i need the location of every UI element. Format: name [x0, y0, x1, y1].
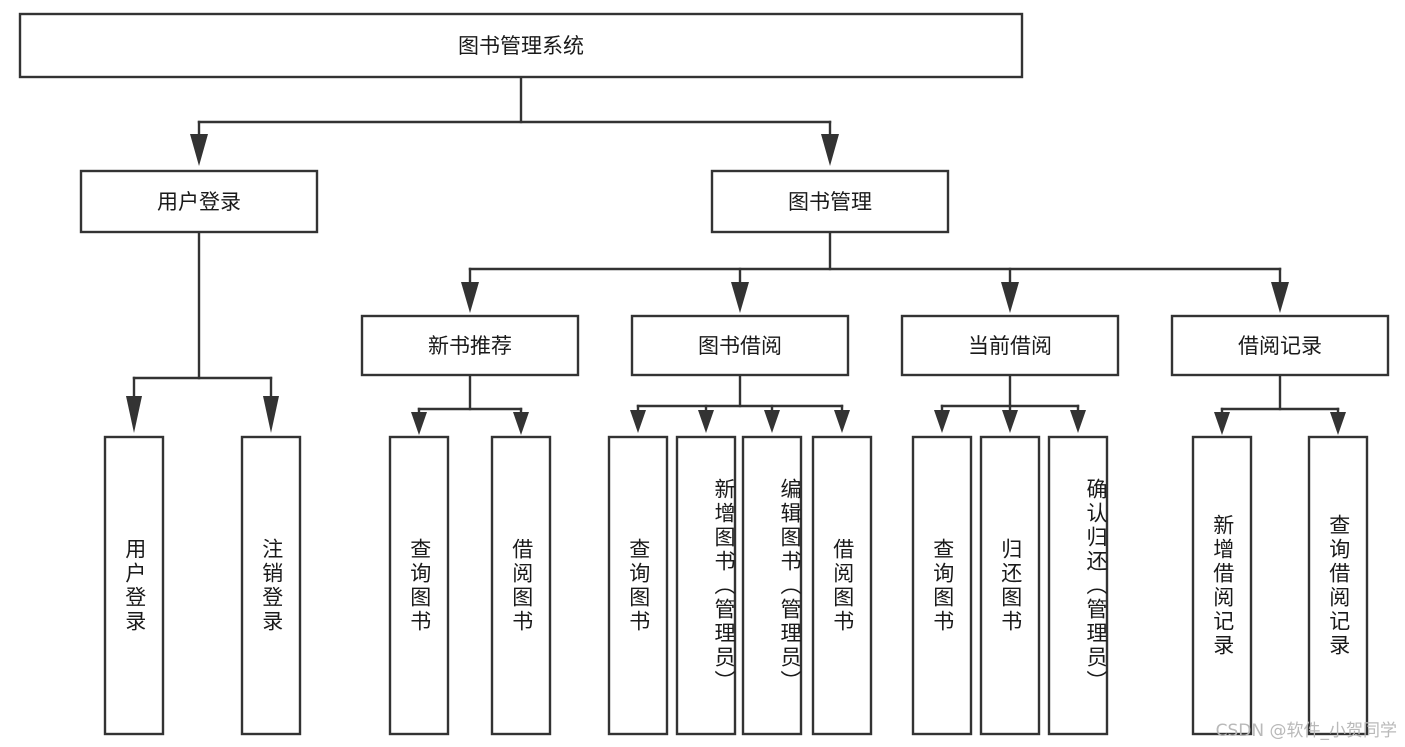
connector-group-current-borrow — [934, 373, 1086, 433]
connector-group-new-book-recommend — [411, 373, 529, 435]
leaf-box-bb-1[interactable] — [607, 435, 669, 736]
arrow-head-leaf-bb-4 — [834, 410, 850, 433]
arrow-head-leaf-br-2 — [1330, 412, 1346, 435]
connector-group-book-mgmt — [461, 230, 1289, 313]
connector-group-book-borrow — [630, 373, 850, 433]
node-new-book-recommend-box[interactable] — [360, 314, 580, 377]
node-borrow-record-box[interactable] — [1170, 314, 1390, 377]
arrow-head-leaf-cb-2 — [1002, 410, 1018, 433]
leaf-box-bb-2[interactable] — [675, 435, 737, 736]
leaf-box-bb-3[interactable] — [741, 435, 803, 736]
node-current-borrow-label: 当前借阅 — [968, 334, 1052, 358]
arrow-head-leaf-cb-3 — [1070, 410, 1086, 433]
connector-group-borrow-record — [1214, 373, 1346, 435]
node-new-book-recommend-label: 新书推荐 — [428, 334, 512, 358]
leaf-box-nbr-2[interactable] — [490, 435, 552, 736]
arrow-head-leaf-bb-1 — [630, 410, 646, 433]
node-book-mgmt-label: 图书管理 — [788, 190, 872, 214]
leaf-box-nbr-1[interactable] — [388, 435, 450, 736]
node-book-borrow-box[interactable] — [630, 314, 850, 377]
node-user-login-label: 用户登录 — [157, 190, 241, 214]
leaf-box-user-login-2[interactable] — [240, 435, 302, 736]
leaf-box-user-login-1[interactable] — [103, 435, 165, 736]
leaf-box-br-2[interactable] — [1307, 435, 1369, 736]
node-root-label: 图书管理系统 — [458, 34, 584, 58]
node-book-borrow-label: 图书借阅 — [698, 334, 782, 358]
leaf-box-br-1[interactable] — [1191, 435, 1253, 736]
arrow-head-user-login — [190, 134, 208, 166]
leaf-box-cb-2[interactable] — [979, 435, 1041, 736]
arrow-head-leaf-cb-1 — [934, 410, 950, 433]
connector-group-user-login — [126, 230, 279, 433]
node-current-borrow-box[interactable] — [900, 314, 1120, 377]
arrow-head-leaf-bb-3 — [764, 410, 780, 433]
node-borrow-record-label: 借阅记录 — [1238, 334, 1322, 358]
arrow-head-leaf-user-login-1 — [126, 396, 142, 433]
arrow-head-book-borrow — [731, 282, 749, 313]
arrow-head-leaf-nbr-2 — [513, 412, 529, 435]
arrow-head-new-book-recommend — [461, 282, 479, 313]
arrow-head-leaf-bb-2 — [698, 410, 714, 433]
arrow-head-book-mgmt — [821, 134, 839, 166]
leaf-box-bb-4[interactable] — [811, 435, 873, 736]
node-book-mgmt-box[interactable] — [710, 169, 950, 234]
node-user-login-box[interactable] — [79, 169, 319, 234]
arrow-head-current-borrow — [1001, 282, 1019, 313]
leaf-box-cb-1[interactable] — [911, 435, 973, 736]
leaf-box-cb-3[interactable] — [1047, 435, 1109, 736]
connector-group-root — [190, 76, 839, 166]
arrow-head-leaf-user-login-2 — [263, 396, 279, 433]
arrow-head-borrow-record — [1271, 282, 1289, 313]
arrow-head-leaf-nbr-1 — [411, 412, 427, 435]
node-root-box[interactable] — [18, 12, 1024, 79]
arrow-head-leaf-br-1 — [1214, 412, 1230, 435]
